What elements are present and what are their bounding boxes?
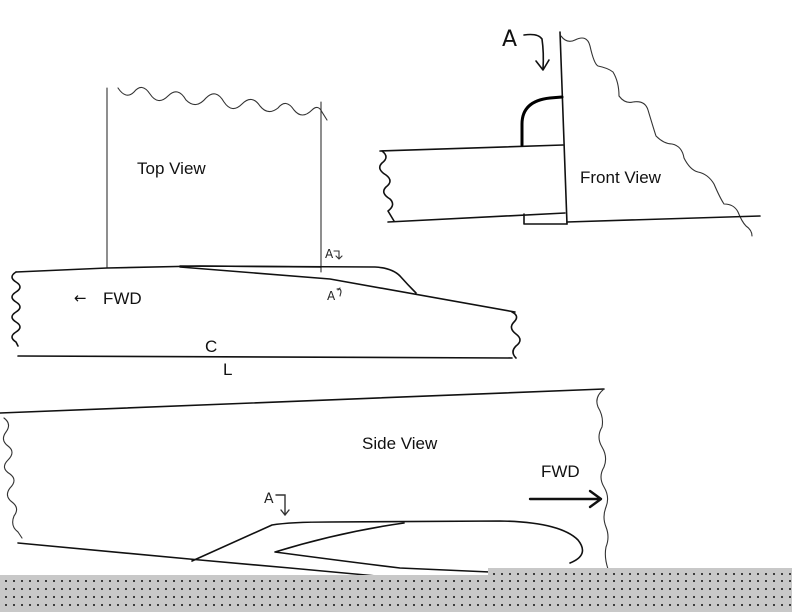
section-arrow-down-icon xyxy=(275,494,290,517)
top-view-centerline-c: C xyxy=(205,337,217,356)
side-view: Side View FWD A xyxy=(0,388,609,581)
top-view-right-break xyxy=(510,311,521,359)
section-arrow-down-icon xyxy=(333,250,343,260)
side-view-fwd-label: FWD xyxy=(541,462,580,481)
top-view-section-mark-upper: A xyxy=(325,247,334,261)
side-view-right-break xyxy=(596,388,609,570)
side-view-fuselage-bottom xyxy=(17,542,421,581)
side-view-title: Side View xyxy=(362,434,438,453)
front-view: Front View A xyxy=(378,27,761,237)
front-view-floor-line xyxy=(566,215,761,223)
front-view-section-mark: A xyxy=(502,27,517,52)
front-view-wing-lower xyxy=(387,212,566,223)
side-view-section-mark: A xyxy=(264,491,274,507)
top-view-title: Top View xyxy=(137,159,206,178)
top-view-section-mark-lower: A xyxy=(327,289,336,303)
top-view-centerline-l: L xyxy=(223,360,232,379)
side-view-fairing-outline xyxy=(191,520,584,564)
top-view: Top View ← FWD C L A A xyxy=(11,86,521,379)
missing-image-region xyxy=(0,575,792,612)
fwd-arrow-right-icon xyxy=(528,489,603,509)
top-view-fwd-label: FWD xyxy=(103,289,142,308)
top-view-break-line xyxy=(117,86,328,121)
side-view-fuselage-top xyxy=(0,388,605,414)
front-view-fairing xyxy=(520,95,564,147)
top-view-left-break xyxy=(11,271,21,347)
top-view-fuselage-taper xyxy=(179,266,516,313)
section-arrow-down-icon xyxy=(523,33,550,71)
top-view-fairing xyxy=(179,265,417,294)
front-view-title: Front View xyxy=(580,168,662,187)
top-view-centerline xyxy=(17,355,513,359)
missing-image-region-upper xyxy=(488,568,792,576)
top-view-fwd-arrow-icon: ← xyxy=(74,289,87,307)
front-view-break-line xyxy=(560,35,753,237)
section-arrow-up-icon xyxy=(336,287,342,297)
front-view-lower-fairing xyxy=(523,213,568,225)
side-view-wing-airfoil xyxy=(274,522,491,573)
front-view-fuselage-side xyxy=(559,31,568,225)
front-view-wing-break xyxy=(378,150,395,222)
front-view-wing-upper xyxy=(379,144,564,152)
side-view-left-break xyxy=(2,417,23,539)
